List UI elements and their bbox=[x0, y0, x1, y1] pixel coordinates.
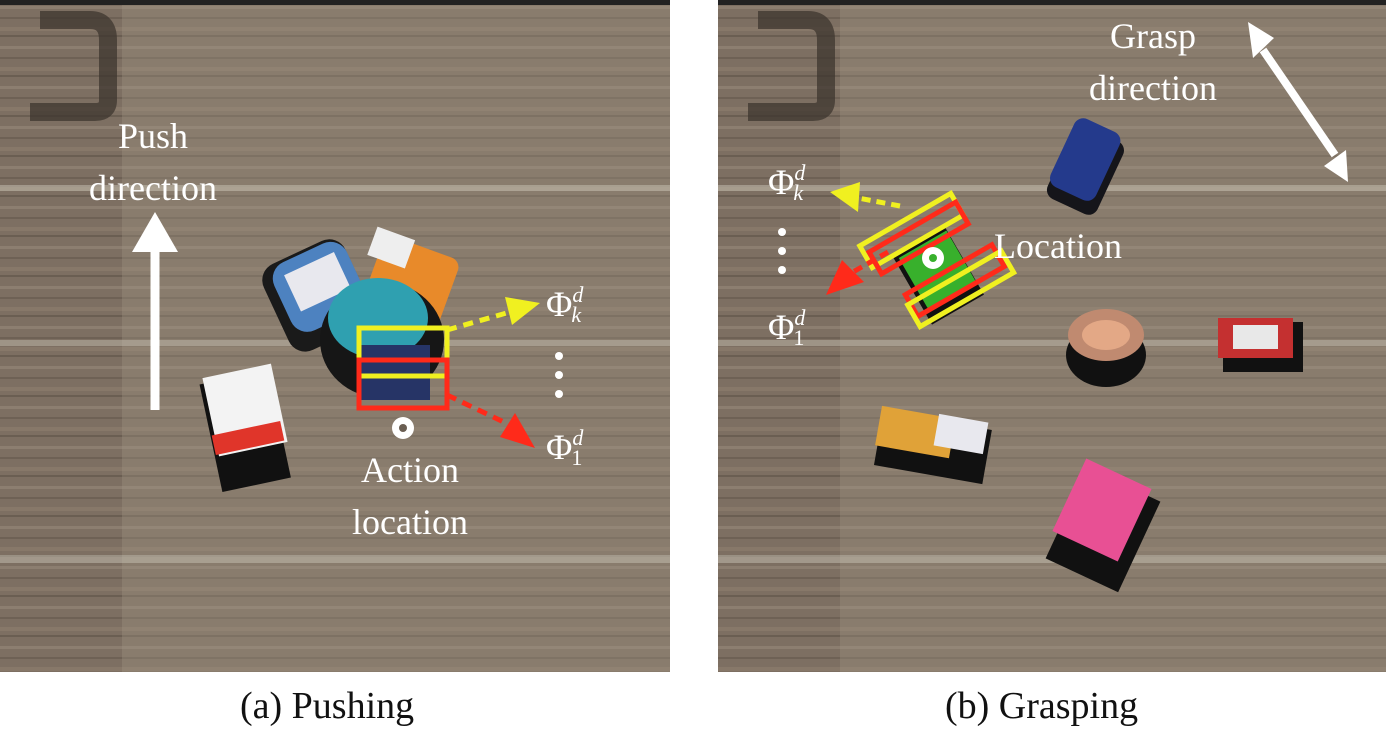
handle-shadow bbox=[748, 11, 835, 121]
upper-grasp-arrowhead bbox=[830, 182, 860, 212]
phi-sub: 1 bbox=[793, 325, 805, 350]
round-container-object bbox=[320, 278, 444, 400]
phi-sup: d bbox=[572, 425, 584, 450]
box-object bbox=[199, 363, 291, 493]
pink-box-object bbox=[1045, 458, 1161, 593]
phi-symbol: Φ bbox=[768, 162, 795, 202]
pushing-caption: (a) Pushing bbox=[240, 685, 415, 727]
action-location-line2: location bbox=[352, 502, 468, 542]
upper-push-direction-arrow bbox=[446, 309, 511, 333]
phi-1-label: Φd1 bbox=[768, 305, 806, 351]
push-direction-label: Push direction bbox=[78, 110, 228, 214]
spray-bottle-object bbox=[873, 405, 992, 485]
push-direction-line1: Push bbox=[117, 116, 189, 156]
phi-sub: k bbox=[793, 180, 804, 205]
upper-grasp-direction-arrow bbox=[857, 195, 901, 209]
lower-push-arrowhead bbox=[500, 413, 535, 448]
grasping-panel: Grasp direction Location Φdk Φd1 bbox=[718, 0, 1386, 672]
push-direction-line2: direction bbox=[89, 168, 217, 208]
grasping-caption: (b) Grasping bbox=[945, 685, 1139, 727]
ellipsis-dot bbox=[778, 266, 786, 274]
phi-symbol: Φ bbox=[546, 284, 573, 324]
phi-sub: 1 bbox=[571, 445, 583, 470]
ellipsis-dot bbox=[555, 352, 563, 360]
grasp-location-label: Location bbox=[994, 226, 1122, 266]
upper-grasp-box-inner bbox=[865, 198, 972, 278]
grasp-direction-arrowhead-top bbox=[1248, 22, 1274, 58]
ellipsis-dot bbox=[555, 371, 563, 379]
round-lid-object bbox=[1066, 309, 1146, 387]
lower-push-box bbox=[356, 357, 450, 411]
ellipsis-dot bbox=[778, 228, 786, 236]
phi-sub: k bbox=[571, 302, 582, 327]
grasp-direction-line1: Grasp bbox=[1110, 16, 1196, 56]
grasping-scene bbox=[718, 0, 1386, 672]
lower-grasp-box-outer bbox=[904, 247, 1018, 330]
handle-shadow bbox=[30, 11, 117, 121]
phi-symbol: Φ bbox=[768, 307, 795, 347]
action-location-label: Action location bbox=[330, 444, 490, 548]
grasp-direction-label: Grasp direction bbox=[1068, 10, 1238, 114]
phi-k-label: Φdk bbox=[768, 160, 806, 206]
grasp-direction-arrowhead-bottom bbox=[1324, 150, 1348, 182]
phi-sup: d bbox=[794, 305, 806, 330]
ellipsis-dot bbox=[778, 247, 786, 255]
lower-push-direction-arrow bbox=[445, 392, 512, 428]
phi-sup: d bbox=[794, 160, 806, 185]
phi-k-label: Φdk bbox=[546, 282, 584, 328]
lower-grasp-arrowhead bbox=[826, 260, 864, 295]
pushing-scene bbox=[0, 0, 670, 672]
lower-grasp-direction-arrow bbox=[851, 249, 890, 275]
grasp-direction-arrow bbox=[1259, 47, 1339, 158]
pushing-panel: Push direction Action location Φdk Φd1 bbox=[0, 0, 670, 672]
grasp-boxes bbox=[856, 190, 1018, 330]
phi-1-label: Φd1 bbox=[546, 425, 584, 471]
upper-push-arrowhead bbox=[505, 297, 540, 325]
grasp-direction-line2: direction bbox=[1089, 68, 1217, 108]
upper-push-box bbox=[356, 325, 450, 379]
push-direction-arrowhead bbox=[132, 212, 178, 252]
phi-symbol: Φ bbox=[546, 427, 573, 467]
blue-can-object bbox=[1046, 118, 1124, 215]
action-location-line1: Action bbox=[361, 450, 459, 490]
ellipsis-dot bbox=[555, 390, 563, 398]
red-pack-object bbox=[1218, 318, 1303, 372]
phi-sup: d bbox=[572, 282, 584, 307]
